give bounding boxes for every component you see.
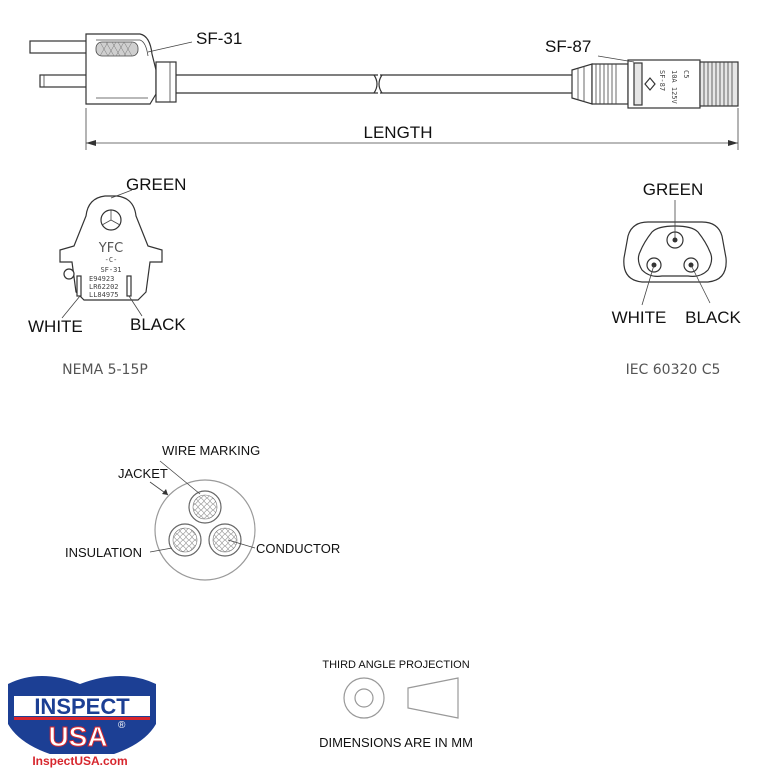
connector-black-label: BLACK	[685, 308, 741, 327]
plug-face-c: -C-	[105, 256, 118, 264]
svg-text:SF-87: SF-87	[658, 70, 666, 91]
plug-strain-relief	[155, 61, 177, 103]
wire-marking-label: WIRE MARKING	[162, 443, 260, 458]
plug-green-label: GREEN	[126, 175, 186, 194]
logo-url[interactable]: InspectUSA.com	[32, 754, 127, 768]
cable-cross-section	[149, 460, 256, 581]
svg-text:C5: C5	[682, 70, 690, 78]
hot-blade-icon	[126, 275, 132, 297]
line-prong	[39, 74, 89, 88]
nema-plug-face	[59, 189, 163, 319]
plug-face-model: SF-31	[100, 266, 121, 274]
third-angle-projection-symbol	[343, 677, 459, 719]
connector-part-number: SF-87	[545, 37, 591, 56]
plug-grip-icon	[95, 41, 139, 57]
ground-prong	[29, 40, 89, 54]
plug-face-cert-2: LR62202	[89, 283, 119, 291]
plug-black-label: BLACK	[130, 315, 186, 334]
svg-text:10A 125V: 10A 125V	[670, 70, 678, 105]
plug-face-outline	[59, 195, 163, 301]
logo-registered: ®	[118, 720, 126, 731]
projection-title: THIRD ANGLE PROJECTION	[322, 659, 469, 671]
connector-type-caption: IEC 60320 C5	[626, 362, 721, 378]
dimensions-note: DIMENSIONS ARE IN MM	[319, 735, 473, 750]
insulation-label: INSULATION	[65, 545, 142, 560]
cord-assembly: SF-87 10A 125V C5	[29, 33, 739, 150]
plug-face-cert-3: LL84975	[89, 291, 119, 299]
connector-white-label: WHITE	[612, 308, 667, 327]
plug-face-cert-1: E94923	[89, 275, 114, 283]
jacket-label: JACKET	[118, 466, 168, 481]
ul-mark-icon	[63, 268, 75, 280]
inspect-usa-logo	[8, 676, 156, 767]
plug-face-brand: YFC	[98, 241, 124, 256]
approval-mark-icon	[644, 77, 656, 91]
logo-line1: INSPECT	[34, 694, 130, 719]
plug-type-caption: NEMA 5-15P	[62, 362, 148, 378]
neutral-blade-icon	[76, 275, 82, 297]
connector-green-label: GREEN	[643, 180, 703, 199]
length-label: LENGTH	[364, 123, 433, 142]
iec-connector-face	[623, 200, 727, 306]
plug-white-label: WHITE	[28, 317, 83, 336]
plug-part-number: SF-31	[196, 29, 242, 48]
logo-line2: USA	[48, 721, 107, 752]
conductor-label: CONDUCTOR	[256, 541, 340, 556]
